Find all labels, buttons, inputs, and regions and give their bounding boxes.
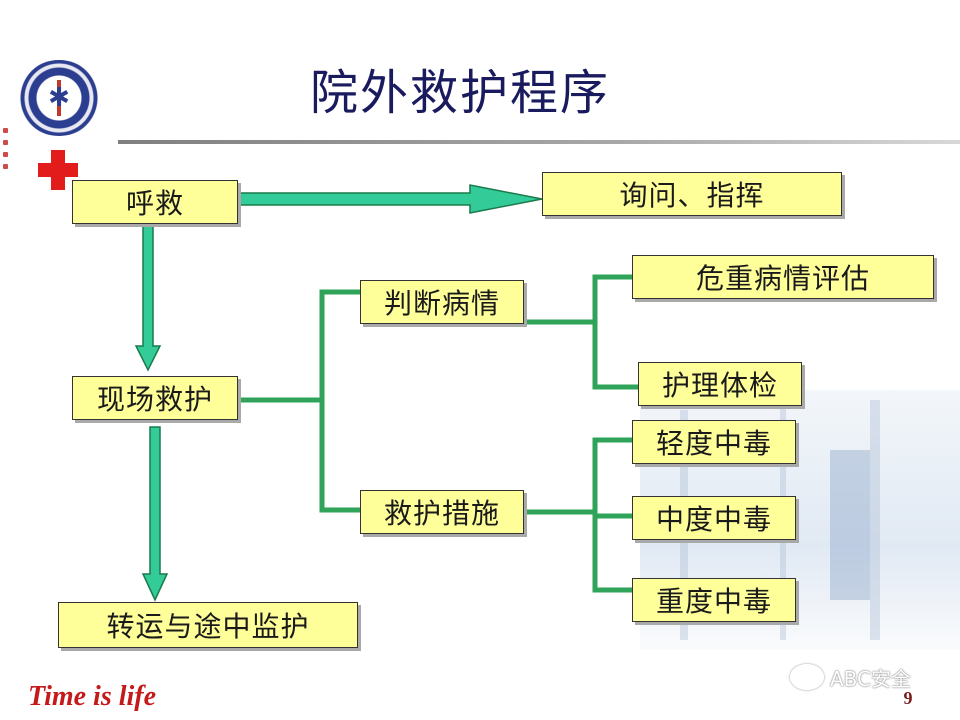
node-moderate-poisoning: 中度中毒 bbox=[632, 496, 796, 540]
arrow-call-to-inquiry bbox=[237, 184, 543, 214]
node-mild-poisoning: 轻度中毒 bbox=[632, 420, 796, 464]
node-inquiry-command: 询问、指挥 bbox=[542, 172, 842, 216]
red-cross-icon bbox=[38, 150, 78, 190]
page-number: 9 bbox=[903, 688, 913, 708]
logo-star-icon: ✱ bbox=[48, 83, 70, 113]
node-on-site-rescue: 现场救护 bbox=[72, 376, 238, 420]
arrow-call-to-onsite bbox=[134, 223, 162, 372]
bracket-onsite bbox=[319, 289, 360, 513]
chat-bubble-icon bbox=[790, 664, 824, 690]
watermark-text: ABC安全 bbox=[830, 666, 912, 691]
node-physical-exam: 护理体检 bbox=[638, 362, 802, 406]
node-assess-condition: 判断病情 bbox=[360, 280, 524, 324]
node-call-for-help: 呼救 bbox=[72, 180, 238, 224]
footer-slogan: Time is life bbox=[28, 681, 157, 712]
node-severe-poisoning: 重度中毒 bbox=[632, 578, 796, 622]
node-transfer-monitoring: 转运与途中监护 bbox=[58, 602, 358, 648]
watermark: ABC安全 bbox=[790, 662, 911, 692]
node-rescue-measures: 救护措施 bbox=[360, 490, 524, 534]
arrow-onsite-to-transfer bbox=[141, 426, 169, 602]
logo-side-marks bbox=[0, 120, 12, 180]
bracket-assess bbox=[592, 274, 638, 390]
node-critical-assessment: 危重病情评估 bbox=[632, 255, 934, 299]
logo-staff-icon bbox=[57, 80, 61, 116]
title-divider bbox=[118, 140, 960, 144]
emergency-logo: ✱ bbox=[18, 60, 100, 136]
slide-title: 院外救护程序 bbox=[310, 65, 611, 121]
